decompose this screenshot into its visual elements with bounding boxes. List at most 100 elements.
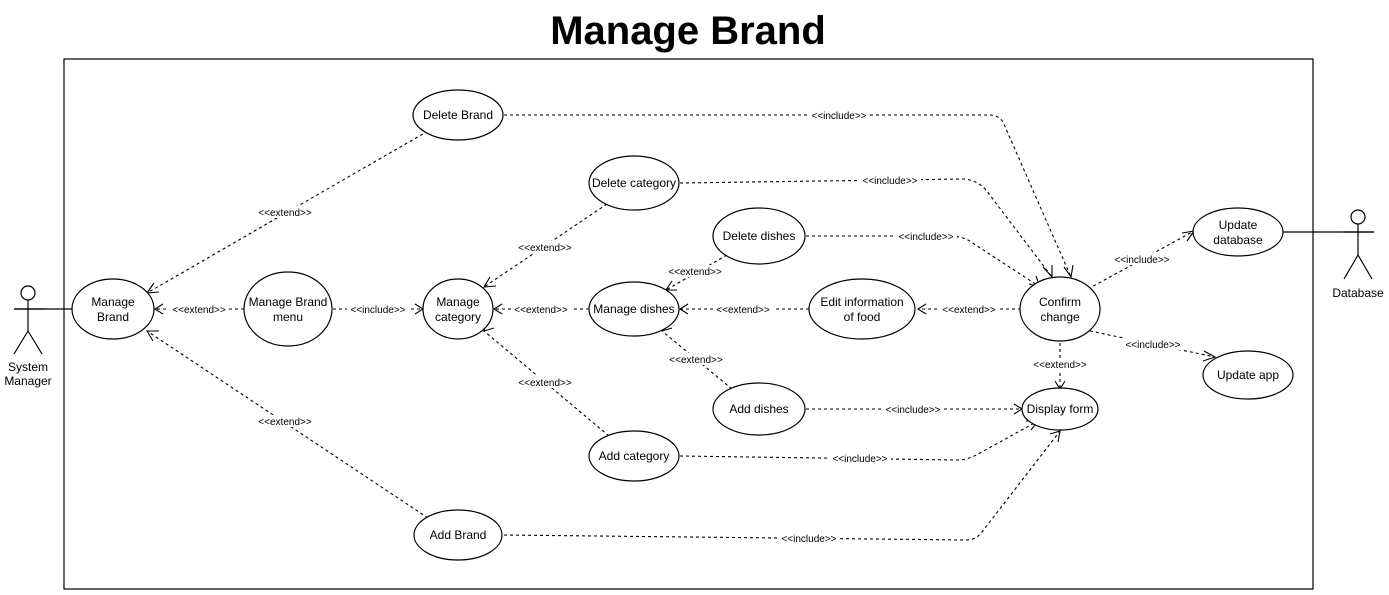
use-case-label: Edit information	[820, 295, 903, 309]
stick-figure-icon	[1343, 209, 1374, 280]
edge-add-brand-include	[503, 430, 1061, 541]
label-delete-category-include: <<include>>	[859, 174, 921, 187]
arrowhead	[916, 303, 927, 315]
use-case-label: Manage	[436, 295, 480, 309]
use-case-display-form[interactable]: Display form	[1021, 387, 1099, 431]
relationship-labels: <<extend>> <<extend>> <<extend>> <<inclu…	[169, 109, 1184, 545]
extend-label: <<extend>>	[1033, 360, 1087, 371]
use-case-delete-brand[interactable]: Delete Brand	[412, 89, 504, 141]
actor-label: Database	[1332, 286, 1384, 300]
use-case-manage-brand-menu[interactable]: Manage Brand menu	[243, 271, 333, 347]
label-display-form-extend: <<extend>>	[1030, 358, 1090, 371]
include-label: <<include>>	[1125, 340, 1180, 351]
extend-label: <<extend>>	[172, 305, 226, 316]
label-update-database-include: <<include>>	[1111, 253, 1173, 266]
system-boundary	[63, 58, 1314, 590]
extend-label: <<extend>>	[258, 208, 312, 219]
include-label: <<include>>	[811, 111, 866, 122]
actor-label: System	[8, 360, 48, 374]
use-case-label: Delete dishes	[723, 229, 796, 243]
use-case-label: Delete Brand	[423, 108, 493, 122]
use-cases: Manage Brand Manage Brand menu Manage ca…	[71, 89, 1294, 561]
use-case-manage-brand[interactable]: Manage Brand	[71, 278, 155, 340]
use-case-label: of food	[844, 310, 881, 324]
use-case-label: Confirm	[1039, 295, 1081, 309]
extend-label: <<extend>>	[258, 417, 312, 428]
label-add-brand-extend: <<extend>>	[255, 415, 315, 428]
use-case-label: Update	[1219, 218, 1258, 232]
use-case-label: Add Brand	[430, 528, 487, 542]
use-case-label: Add category	[599, 449, 670, 463]
label-delete-category-extend: <<extend>>	[515, 241, 575, 254]
extend-label: <<extend>>	[669, 355, 723, 366]
extend-label: <<extend>>	[716, 305, 770, 316]
label-delete-dishes-extend: <<extend>>	[665, 265, 725, 278]
relationship-edges	[14, 114, 1374, 541]
label-add-dishes-include: <<include>>	[882, 403, 944, 416]
actor-label: Manager	[4, 374, 51, 388]
label-delete-dishes-include: <<include>>	[895, 230, 957, 243]
arrowhead	[482, 276, 497, 288]
actor-database[interactable]: Database	[1332, 209, 1384, 300]
diagram-title: Manage Brand	[550, 9, 826, 53]
use-case-label: Manage dishes	[593, 302, 674, 316]
use-case-add-brand[interactable]: Add Brand	[413, 509, 503, 561]
use-case-label: Manage Brand	[249, 295, 328, 309]
label-menu-include: <<include>>	[347, 303, 409, 316]
arrowhead	[492, 303, 503, 315]
label-delete-brand-extend: <<extend>>	[255, 206, 315, 219]
use-case-manage-category[interactable]: Manage category	[422, 278, 494, 340]
include-label: <<include>>	[898, 232, 953, 243]
extend-label: <<extend>>	[518, 243, 572, 254]
use-case-edit-information-of-food[interactable]: Edit information of food	[808, 278, 916, 340]
include-label: <<include>>	[885, 405, 940, 416]
use-case-label: Brand	[97, 310, 129, 324]
label-add-dishes-extend: <<extend>>	[666, 353, 726, 366]
arrowhead	[1202, 350, 1217, 362]
use-case-update-app[interactable]: Update app	[1202, 350, 1294, 400]
use-case-confirm-change[interactable]: Confirm change	[1019, 276, 1101, 342]
use-case-update-database[interactable]: Update database	[1192, 207, 1284, 257]
use-case-delete-dishes[interactable]: Delete dishes	[712, 207, 806, 265]
use-case-manage-dishes[interactable]: Manage dishes	[588, 281, 680, 337]
arrowhead	[153, 303, 164, 315]
edge-delete-category-include	[679, 178, 1053, 278]
use-case-add-category[interactable]: Add category	[588, 430, 680, 482]
arrowhead	[145, 282, 160, 294]
extend-label: <<extend>>	[942, 305, 996, 316]
edge-delete-dishes-include	[806, 235, 1041, 288]
label-menu-extend: <<extend>>	[169, 303, 229, 316]
include-label: <<include>>	[1114, 255, 1169, 266]
extend-label: <<extend>>	[514, 305, 568, 316]
label-dishes-extend: <<extend>>	[511, 303, 571, 316]
use-case-label: Manage	[91, 295, 135, 309]
label-edit-food-extend: <<extend>>	[713, 303, 773, 316]
edge-add-category-include	[679, 420, 1039, 461]
label-confirm-extend: <<extend>>	[939, 303, 999, 316]
edge-delete-brand-include	[504, 114, 1072, 278]
arrowhead	[146, 330, 159, 342]
extend-label: <<extend>>	[518, 378, 572, 389]
use-case-label: category	[435, 310, 481, 324]
include-label: <<include>>	[781, 534, 836, 545]
use-case-label: menu	[273, 310, 303, 324]
use-case-delete-category[interactable]: Delete category	[588, 155, 680, 211]
use-case-label: change	[1040, 310, 1080, 324]
use-case-label: database	[1213, 233, 1263, 247]
extend-label: <<extend>>	[668, 267, 722, 278]
use-case-label: Display form	[1027, 402, 1094, 416]
use-case-label: Delete category	[592, 176, 676, 190]
label-add-category-extend: <<extend>>	[515, 376, 575, 389]
label-update-app-include: <<include>>	[1122, 338, 1184, 351]
include-label: <<include>>	[832, 454, 887, 465]
use-case-add-dishes[interactable]: Add dishes	[712, 382, 806, 436]
actor-system-manager[interactable]: System Manager	[4, 285, 52, 388]
arrowhead	[1063, 264, 1074, 279]
use-case-label: Add dishes	[729, 402, 788, 416]
include-label: <<include>>	[862, 176, 917, 187]
include-label: <<include>>	[350, 305, 405, 316]
use-case-label: Update app	[1217, 368, 1279, 382]
label-add-category-include: <<include>>	[829, 452, 891, 465]
label-delete-brand-include: <<include>>	[808, 109, 870, 122]
